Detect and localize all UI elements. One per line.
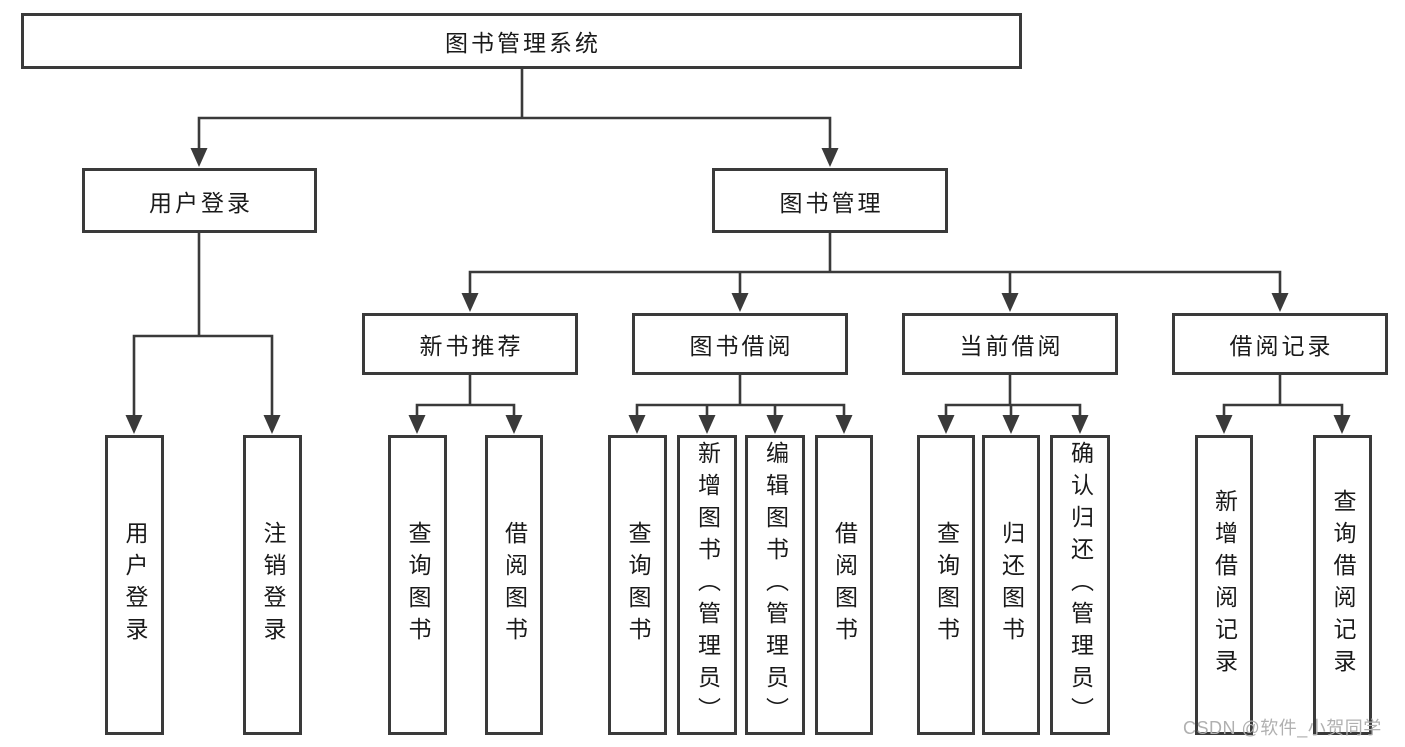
leaf-nb-query-books: 查询图书: [388, 435, 447, 735]
node-book-mgmt: 图书管理: [712, 168, 948, 233]
node-current-borrow: 当前借阅: [902, 313, 1118, 375]
leaf-label: 编辑图书（管理员）: [762, 441, 789, 729]
node-label: 借阅记录: [1229, 333, 1334, 359]
connector-user-login-to-leaves: [132, 230, 274, 420]
csdn-watermark: CSDN @软件_小贺同学: [1183, 718, 1382, 738]
arrow-down-icon: [1333, 415, 1351, 434]
node-user-login: 用户登录: [82, 168, 317, 233]
node-label: 当前借阅: [959, 333, 1064, 359]
leaf-label: 注销登录: [260, 521, 286, 649]
arrow-down-icon: [1002, 415, 1020, 434]
connector-root-to-level2: [197, 66, 832, 152]
connector-borrow-to-leaves: [635, 372, 846, 420]
arrowheads: [125, 148, 1351, 434]
leaf-cb-query-books: 查询图书: [917, 435, 975, 735]
leaf-label: 查询图书: [405, 521, 431, 649]
node-borrow-records: 借阅记录: [1172, 313, 1388, 375]
leaf-label: 新增借阅记录: [1211, 489, 1238, 681]
leaf-label: 查询图书: [933, 521, 960, 649]
arrow-down-icon: [766, 415, 784, 434]
connector-new-books-to-leaves: [415, 372, 516, 420]
arrow-down-icon: [408, 415, 426, 434]
leaf-label: 借阅图书: [501, 521, 528, 649]
arrow-down-icon: [731, 293, 749, 312]
node-label: 图书管理: [779, 189, 884, 216]
leaf-cb-return-books: 归还图书: [982, 435, 1040, 735]
connector-book-mgmt-to-level3: [468, 230, 1282, 298]
arrow-down-icon: [1271, 293, 1289, 312]
arrow-down-icon: [628, 415, 646, 434]
connector-current-to-leaves: [944, 372, 1082, 420]
leaf-br-query-record: 查询借阅记录: [1313, 435, 1372, 735]
leaf-br-add-record: 新增借阅记录: [1195, 435, 1253, 735]
leaf-user-login: 用户登录: [105, 435, 164, 735]
leaf-bb-edit-books-admin: 编辑图书（管理员）: [745, 435, 805, 735]
arrow-down-icon: [698, 415, 716, 434]
leaf-label: 归还图书: [998, 521, 1025, 649]
leaf-cb-confirm-return-admin: 确认归还（管理员）: [1050, 435, 1110, 735]
node-label: 用户登录: [149, 189, 253, 216]
leaf-nb-borrow-books: 借阅图书: [485, 435, 543, 735]
arrow-down-icon: [1001, 293, 1019, 312]
leaf-bb-borrow-books: 借阅图书: [815, 435, 873, 735]
node-book-borrow: 图书借阅: [632, 313, 848, 375]
arrow-down-icon: [190, 148, 208, 167]
arrow-down-icon: [461, 293, 479, 312]
node-label: 图书借阅: [689, 333, 794, 359]
arrow-down-icon: [125, 415, 143, 434]
leaf-label: 新增图书（管理员）: [694, 441, 721, 729]
arrow-down-icon: [821, 148, 839, 167]
leaf-logout-login: 注销登录: [243, 435, 302, 735]
node-new-books: 新书推荐: [362, 313, 578, 375]
leaf-bb-add-books-admin: 新增图书（管理员）: [677, 435, 737, 735]
arrow-down-icon: [505, 415, 523, 434]
leaf-label: 确认归还（管理员）: [1067, 441, 1094, 729]
leaf-label: 借阅图书: [831, 521, 858, 649]
node-label: 图书管理系统: [445, 30, 601, 56]
arrow-down-icon: [1071, 415, 1089, 434]
leaf-label: 用户登录: [122, 521, 148, 649]
leaf-bb-query-books: 查询图书: [608, 435, 667, 735]
arrow-down-icon: [835, 415, 853, 434]
node-root-system: 图书管理系统: [21, 13, 1022, 69]
arrow-down-icon: [1215, 415, 1233, 434]
arrow-down-icon: [937, 415, 955, 434]
leaf-label: 查询借阅记录: [1330, 489, 1356, 681]
arrow-down-icon: [263, 415, 281, 434]
leaf-label: 查询图书: [625, 521, 651, 649]
connector-records-to-leaves: [1222, 372, 1344, 420]
node-label: 新书推荐: [419, 333, 524, 359]
